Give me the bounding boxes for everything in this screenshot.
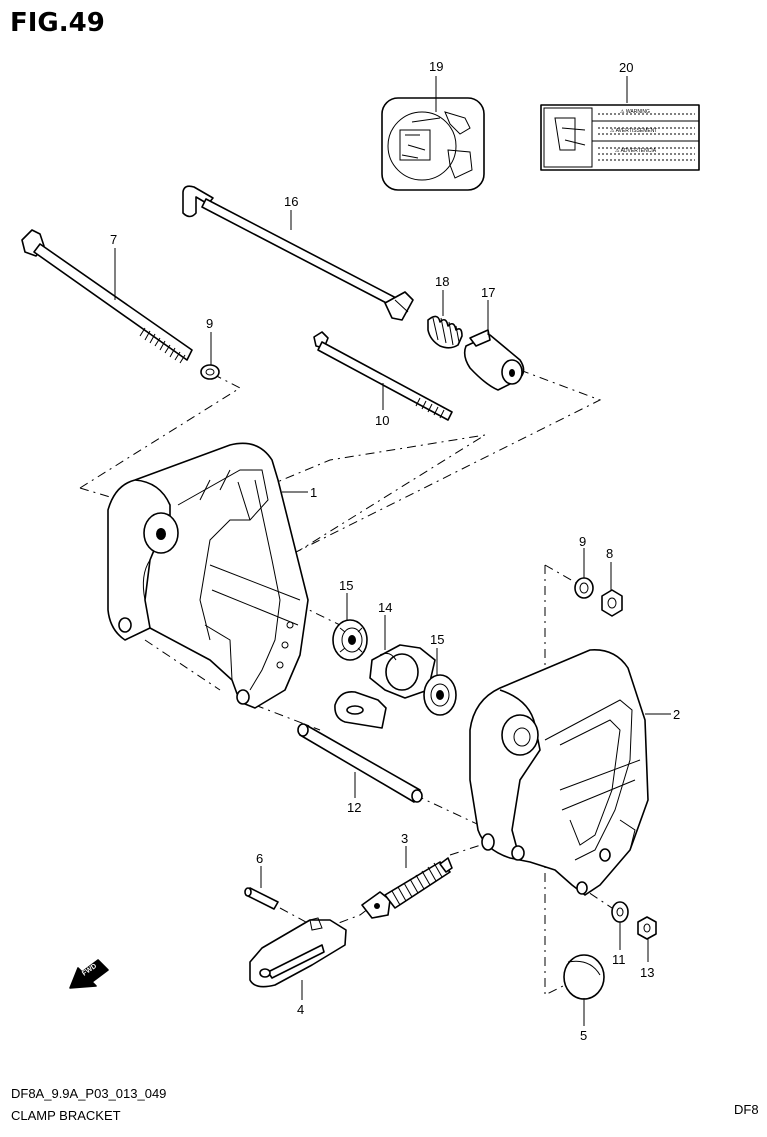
part-7-bolt[interactable] (21, 229, 193, 364)
callout-14: 14 (378, 600, 392, 615)
label-warning-text: ⚠ WARNING (620, 109, 650, 115)
callout-19: 19 (429, 59, 443, 74)
part-15-bushing-right[interactable] (423, 674, 457, 716)
label-advertencia-text: ⚠ ADVERTENCIA (615, 148, 657, 154)
diagram-name: CLAMP BRACKET (11, 1108, 121, 1123)
callout-4: 4 (297, 1002, 304, 1017)
callout-9-right: 9 (579, 534, 586, 549)
callout-13: 13 (640, 965, 654, 980)
part-17-bushing[interactable] (463, 329, 525, 391)
part-4-lever[interactable] (249, 917, 347, 988)
callout-labels: 19 20 16 7 9 18 17 10 1 15 14 15 9 8 2 1… (110, 59, 680, 1043)
callout-2: 2 (673, 707, 680, 722)
diagram-code: DF8A_9.9A_P03_013_049 (11, 1086, 167, 1101)
part-9-washer-upper[interactable] (200, 364, 220, 380)
label-avertissement-text: ⚠ AVERTISSEMENT (610, 128, 657, 134)
callout-1: 1 (310, 485, 317, 500)
part-14-stopper-plate[interactable] (334, 644, 436, 729)
part-8-nut[interactable] (601, 589, 623, 617)
part-16-tilt-lock-rod[interactable] (182, 185, 414, 321)
callout-5: 5 (580, 1028, 587, 1043)
figure-title: FIG.49 (10, 8, 105, 38)
part-2-clamp-bracket-right[interactable] (469, 649, 649, 896)
part-20-warning-label[interactable]: ⚠ WARNING ⚠ AVERTISSEMENT ⚠ ADVERTENCIA (540, 104, 700, 171)
callout-15-left: 15 (339, 578, 353, 593)
part-1-clamp-bracket-left[interactable] (107, 442, 309, 709)
part-6-pin[interactable] (244, 887, 279, 910)
model-tag: DF8 (734, 1102, 759, 1117)
callout-12: 12 (347, 800, 361, 815)
part-5-cap[interactable] (563, 954, 605, 1000)
callout-18: 18 (435, 274, 449, 289)
callout-7: 7 (110, 232, 117, 247)
callout-6: 6 (256, 851, 263, 866)
part-11-washer[interactable] (611, 901, 629, 923)
callout-3: 3 (401, 831, 408, 846)
callout-9-upper: 9 (206, 316, 213, 331)
part-10-bolt[interactable] (313, 331, 453, 421)
callout-8: 8 (606, 546, 613, 561)
part-18-spring[interactable] (427, 315, 463, 349)
part-9-washer-right[interactable] (574, 577, 594, 599)
callout-17: 17 (481, 285, 495, 300)
callout-16: 16 (284, 194, 298, 209)
callout-15-right: 15 (430, 632, 444, 647)
part-15-bushing-left[interactable] (332, 619, 368, 661)
part-12-shaft[interactable] (297, 723, 423, 803)
callout-10: 10 (375, 413, 389, 428)
part-13-nut[interactable] (637, 916, 657, 940)
part-19-decal[interactable] (381, 97, 485, 191)
callout-20: 20 (619, 60, 633, 75)
leader-lines (114, 76, 671, 1026)
callout-11: 11 (612, 952, 626, 967)
forward-arrow-icon: FWD (69, 959, 109, 989)
part-3-spring-bolt[interactable] (361, 857, 453, 919)
